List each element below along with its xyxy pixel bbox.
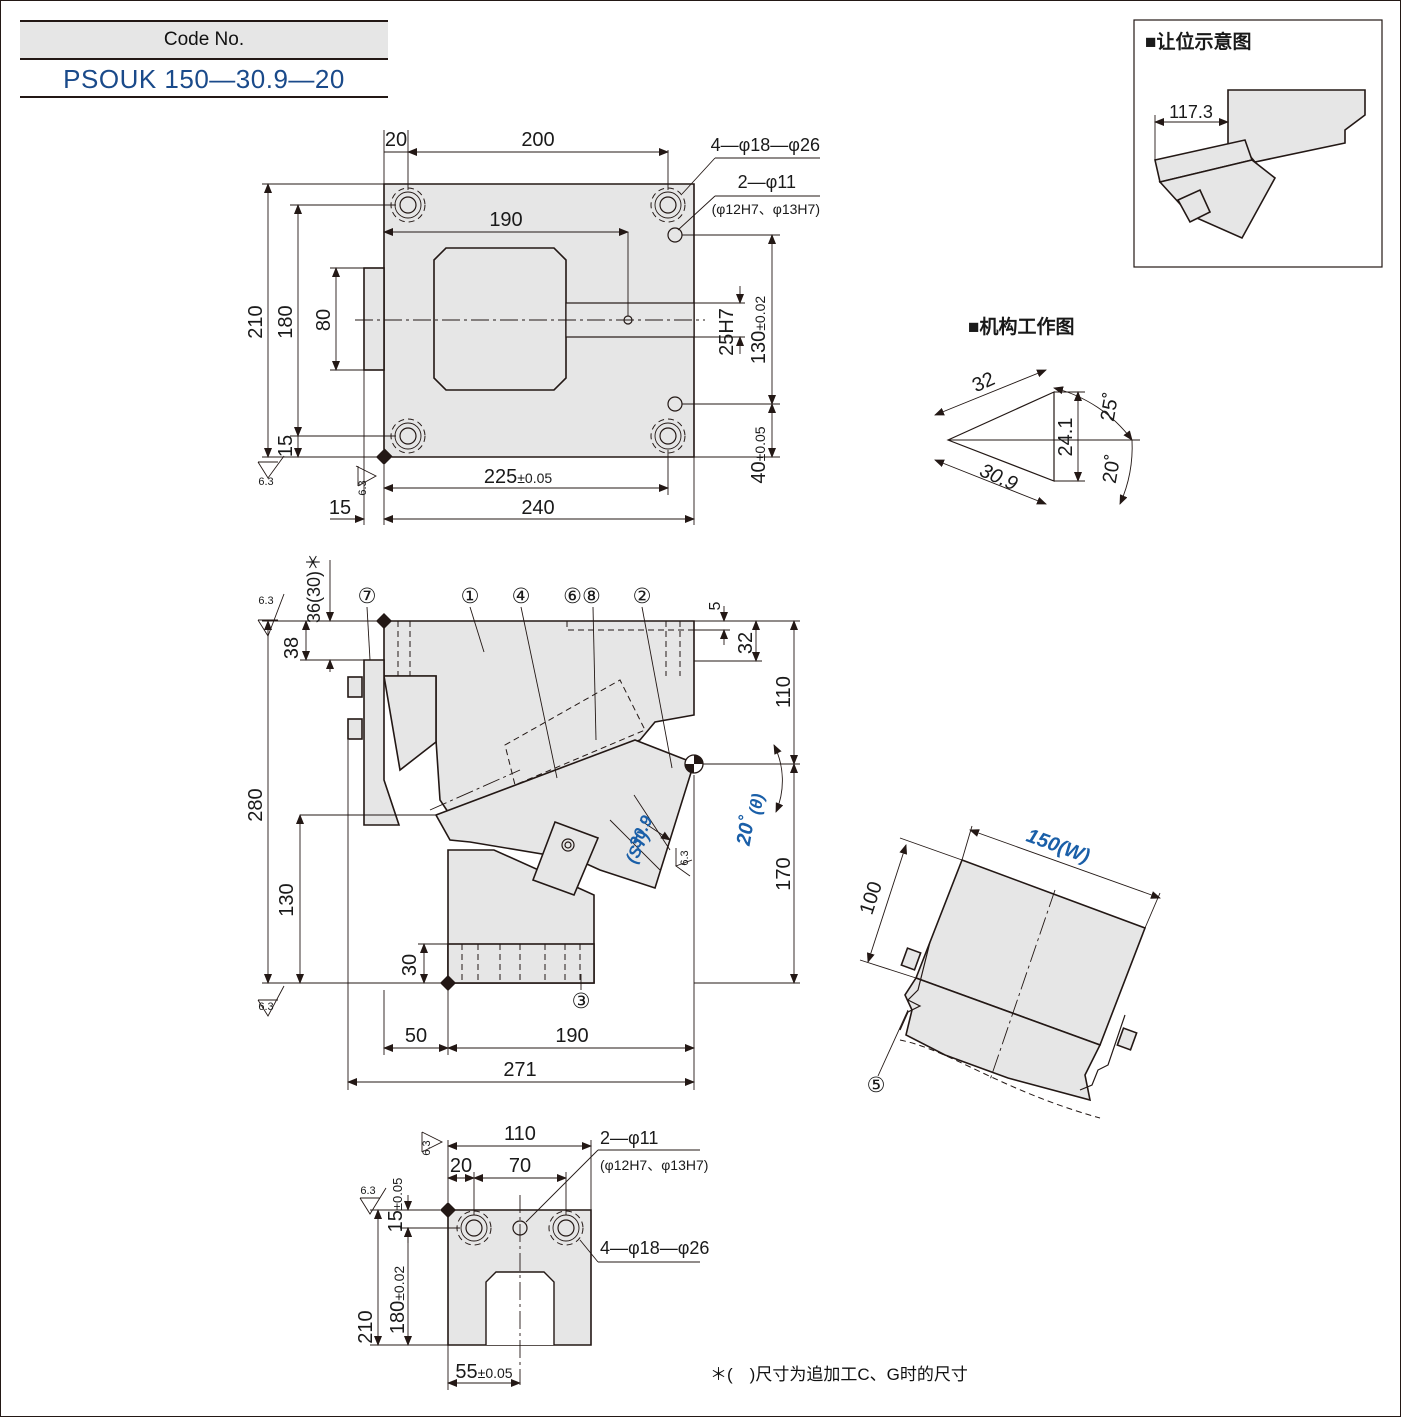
dim-30: 30 (399, 954, 421, 976)
rough-1: 6.3 (258, 476, 273, 488)
dim-130-front: 130 (276, 883, 298, 916)
slider (434, 739, 695, 890)
front-dim-labels: 280 38 130 36(30)＊ 30 5 32 110 170 50 19… (245, 553, 795, 1081)
callout-2: ② (633, 585, 652, 608)
callout-4: ④ (512, 585, 531, 608)
callout-6-8: ⑥⑧ (563, 585, 601, 608)
holes-small: 2—φ11 (738, 172, 796, 192)
angle-symbol: (θ) (745, 792, 767, 816)
relief-diagram: ■让位示意图 117.3 (1133, 19, 1383, 268)
bottom-holes-small: 2—φ11 (600, 1128, 658, 1148)
rough-5: 6.3 (679, 850, 691, 865)
dim-80: 80 (313, 309, 335, 331)
callout-1: ① (461, 585, 480, 608)
dim-15: 15 (275, 435, 297, 457)
code-label: Code No. (20, 20, 388, 60)
dim-55: 55±0.05 (455, 1361, 512, 1383)
dim-180: 180 (275, 305, 297, 338)
dim-225: 225±0.05 (484, 466, 553, 488)
mechanism-labels: 32 30.9 24.1 25˚ 20˚ (969, 368, 1126, 496)
dim-117-3: 117.3 (1169, 102, 1213, 122)
dim-240: 240 (521, 497, 554, 519)
mechanism-diagram: ■机构工作图 32 30.9 24.1 25˚ 20˚ (934, 315, 1140, 505)
dim-20: 20 (385, 129, 407, 151)
rough-3: 6.3 (258, 595, 273, 607)
dim-210: 210 (245, 305, 267, 338)
dim-50: 50 (405, 1025, 427, 1047)
dim-5: 5 (707, 601, 724, 610)
dim-130: 130±0.02 (748, 296, 770, 365)
left-block (383, 675, 437, 772)
dim-110-bottom: 110 (504, 1123, 536, 1145)
code-value: PSOUK 150—30.9—20 (20, 60, 388, 98)
holes-small-fit: (φ12H7、φ13H7) (712, 201, 820, 217)
top-view: 20 200 190 210 180 80 15 225±0.05 240 15… (245, 129, 820, 525)
dim-280: 280 (245, 788, 267, 821)
dim-271: 271 (503, 1059, 536, 1081)
dim-15b: 15 (329, 497, 351, 519)
holes-large: 4—φ18—φ26 (711, 135, 820, 155)
dim-40: 40±0.05 (748, 426, 770, 483)
bottom-slot (485, 1271, 555, 1345)
mech-dim-32: 32 (969, 368, 998, 397)
callout-7: ⑦ (358, 585, 377, 608)
top-side-key (363, 267, 385, 371)
callout-3: ③ (572, 990, 591, 1013)
rough-4: 6.3 (258, 1001, 273, 1013)
top-dim-labels: 20 200 190 210 180 80 15 225±0.05 240 15… (245, 129, 820, 519)
rough-6: 6.3 (421, 1140, 433, 1155)
side-plate (363, 659, 401, 826)
footnote: ＊( )尺寸为追加工C、G时的尺寸 (710, 1365, 968, 1384)
bottom-view: 110 20 70 15±0.05 180±0.02 210 55±0.05 2… (355, 1123, 709, 1390)
front-view: 280 38 130 36(30)＊ 30 5 32 110 170 50 19… (245, 553, 800, 1090)
rough-7: 6.3 (360, 1185, 375, 1197)
mech-angle-25: 25˚ (1097, 391, 1124, 423)
dim-210-bottom: 210 (355, 1310, 377, 1343)
front-hidden-lines (397, 621, 694, 983)
side-bolt-2 (347, 718, 363, 740)
rough-2: 6.3 (357, 480, 369, 495)
lower-base (447, 943, 595, 984)
dim-36: 36(30)＊ (304, 553, 324, 623)
callout-5: ⑤ (867, 1074, 886, 1097)
dim-70: 70 (509, 1155, 531, 1177)
mech-dim-24-1: 24.1 (1055, 418, 1077, 457)
bottom-dimensions (359, 1131, 700, 1390)
top-pocket (433, 247, 567, 391)
dim-20-bottom: 20 (450, 1155, 472, 1177)
bottom-holes-large: 4—φ18—φ26 (600, 1238, 709, 1258)
dim-110: 110 (773, 676, 795, 708)
side-bolt-1 (347, 676, 363, 698)
stopper-screw (561, 838, 575, 852)
dim-32: 32 (735, 632, 757, 654)
width-dim-100: 100 (856, 879, 887, 918)
stopper-plate (531, 820, 600, 897)
width-view: 150(W) 100 ⑤ (856, 825, 1161, 1125)
dim-38: 38 (281, 637, 303, 659)
dim-15-bottom: 15±0.05 (385, 1178, 407, 1233)
angle-value: 20˚ (732, 813, 760, 848)
dim-25h7: 25H7 (716, 308, 738, 356)
bottom-holes-fit: (φ12H7、φ13H7) (600, 1157, 708, 1173)
dim-180-bottom: 180±0.02 (387, 1266, 409, 1335)
width-base (904, 977, 1102, 1102)
front-dimensions (257, 560, 800, 1090)
dim-190: 190 (489, 209, 522, 231)
mechanism-title: ■机构工作图 (968, 315, 1074, 338)
mech-angle-20: 20˚ (1099, 453, 1126, 485)
dim-170: 170 (773, 857, 795, 890)
code-number-box: Code No. PSOUK 150—30.9—20 (20, 20, 388, 98)
dim-190-front: 190 (555, 1025, 588, 1047)
relief-title: ■让位示意图 (1145, 30, 1251, 53)
dim-200: 200 (521, 129, 554, 151)
top-dimensions (257, 130, 820, 525)
bottom-dim-labels: 110 20 70 15±0.05 180±0.02 210 55±0.05 2… (355, 1123, 709, 1383)
